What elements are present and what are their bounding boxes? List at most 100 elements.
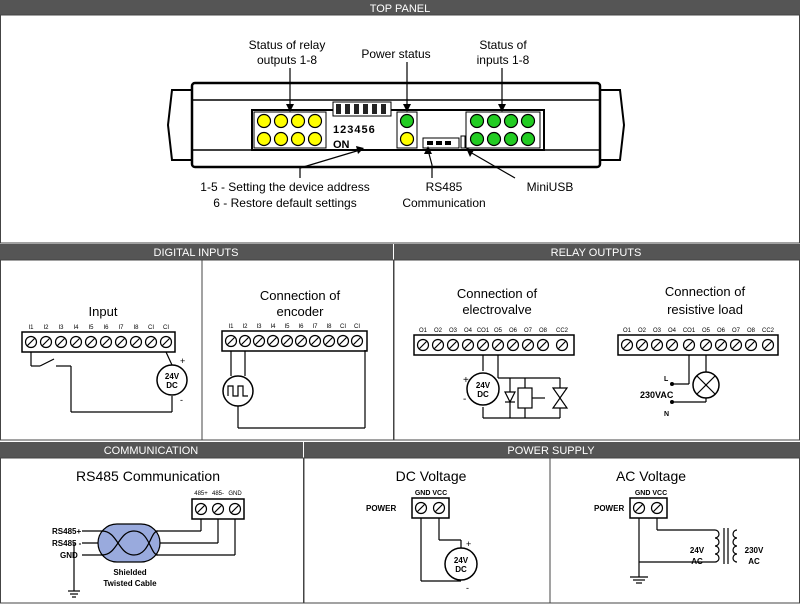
relay-led-4 bbox=[307, 113, 323, 129]
svg-text:O3: O3 bbox=[653, 328, 662, 334]
ac-primary-label-2: AC bbox=[748, 557, 760, 566]
neutral-label: N bbox=[664, 411, 669, 418]
address-label-1: 1-5 - Setting the device address bbox=[200, 180, 369, 194]
svg-text:I6: I6 bbox=[298, 324, 304, 330]
valve-icon bbox=[551, 387, 569, 409]
input-led-8 bbox=[520, 131, 536, 147]
electrovalve-terminal-block bbox=[413, 334, 575, 356]
svg-text:I2: I2 bbox=[242, 324, 248, 330]
svg-text:I6: I6 bbox=[103, 325, 109, 331]
svg-text:CI: CI bbox=[163, 325, 169, 331]
power-led-yellow bbox=[399, 131, 415, 147]
wire-label-rs485-minus: RS485 - bbox=[52, 539, 82, 548]
wire-label-gnd: GND bbox=[60, 551, 78, 560]
communication-header bbox=[0, 442, 303, 458]
input-supply-minus: - bbox=[180, 395, 183, 405]
svg-text:O4: O4 bbox=[668, 328, 677, 334]
input-led-3 bbox=[503, 113, 519, 129]
svg-text:I7: I7 bbox=[118, 325, 124, 331]
dip-on-label: ON bbox=[333, 139, 350, 151]
input-led-2 bbox=[486, 113, 502, 129]
svg-text:O2: O2 bbox=[434, 328, 443, 334]
svg-text:I2: I2 bbox=[43, 325, 49, 331]
svg-text:O7: O7 bbox=[524, 328, 533, 334]
input-supply-symbol bbox=[156, 364, 188, 396]
svg-text:O6: O6 bbox=[717, 328, 726, 334]
communication-title: COMMUNICATION bbox=[104, 445, 199, 457]
relay-led-2 bbox=[273, 113, 289, 129]
svg-text:CC2: CC2 bbox=[556, 328, 569, 334]
transformer-icon bbox=[714, 528, 738, 564]
input-supply-plus: + bbox=[180, 356, 185, 366]
power-status-leds bbox=[396, 111, 418, 149]
svg-text:I1: I1 bbox=[228, 324, 234, 330]
svg-text:CI: CI bbox=[340, 324, 346, 330]
electrovalve-terminal-labels: O1 O2 O3 O4 CO1 O5 O6 O7 O8 CC2 bbox=[419, 328, 569, 334]
input-status-leds bbox=[465, 111, 541, 149]
svg-text:I5: I5 bbox=[88, 325, 94, 331]
svg-text:I4: I4 bbox=[73, 325, 79, 331]
shielded-cable-icon bbox=[97, 523, 161, 563]
input-led-6 bbox=[486, 131, 502, 147]
ac-secondary-label-1: 24V bbox=[690, 546, 705, 555]
encoder-terminal-block bbox=[221, 330, 368, 352]
svg-text:O5: O5 bbox=[702, 328, 711, 334]
svg-text:O8: O8 bbox=[539, 328, 548, 334]
electrovalve-label-2: electrovalve bbox=[462, 302, 531, 317]
encoder-terminal-labels: I1 I2 I3 I4 I5 I6 I7 I8 CI CI bbox=[228, 324, 360, 330]
wire-label-rs485-plus: RS485+ bbox=[52, 527, 81, 536]
input-supply-label-2: DC bbox=[166, 381, 178, 390]
power-supply-frame bbox=[303, 457, 800, 604]
electrovalve-plus: + bbox=[463, 375, 469, 386]
inputs-status-label-2: inputs 1-8 bbox=[477, 53, 530, 67]
digital-inputs-title: DIGITAL INPUTS bbox=[154, 247, 239, 259]
rs485-label-1: RS485 bbox=[426, 180, 463, 194]
encoder-label-1: Connection of bbox=[260, 288, 341, 303]
ac-title: AC Voltage bbox=[616, 468, 686, 484]
input-led-7 bbox=[503, 131, 519, 147]
electrovalve-supply-label-1: 24V bbox=[476, 381, 491, 390]
relay-led-6 bbox=[273, 131, 289, 147]
svg-text:O7: O7 bbox=[732, 328, 741, 334]
input-terminal-labels: I1 I2 I3 I4 I5 I6 I7 I8 CI CI bbox=[28, 325, 169, 331]
ac-power-label: POWER bbox=[594, 504, 624, 513]
electrovalve-supply-label-2: DC bbox=[477, 390, 489, 399]
relay-outputs-title: RELAY OUTPUTS bbox=[551, 247, 642, 259]
relay-status-leds bbox=[253, 111, 327, 149]
svg-text:I8: I8 bbox=[326, 324, 332, 330]
inputs-status-label-1: Status of bbox=[479, 38, 527, 52]
input-led-4 bbox=[520, 113, 536, 129]
ac-supply-label: 230VAC bbox=[640, 390, 674, 400]
rs485-terminal-labels: 485+ 485- GND bbox=[194, 491, 242, 497]
svg-text:GND: GND bbox=[228, 491, 242, 497]
power-supply-header bbox=[304, 442, 800, 458]
input-wiring bbox=[30, 351, 173, 413]
input-label: Input bbox=[89, 304, 118, 319]
miniusb-label: MiniUSB bbox=[527, 180, 574, 194]
svg-text:O2: O2 bbox=[638, 328, 647, 334]
resistive-wiring bbox=[672, 355, 707, 403]
dc-plus: + bbox=[466, 539, 471, 549]
input-led-1 bbox=[469, 113, 485, 129]
svg-text:I8: I8 bbox=[133, 325, 139, 331]
rs485-title: RS485 Communication bbox=[76, 468, 220, 484]
top-panel-title: TOP PANEL bbox=[370, 3, 431, 15]
relay-led-3 bbox=[290, 113, 306, 129]
svg-text:O1: O1 bbox=[623, 328, 632, 334]
dc-terminal-block bbox=[411, 497, 450, 519]
relay-led-7 bbox=[290, 131, 306, 147]
svg-text:I5: I5 bbox=[284, 324, 290, 330]
svg-text:I3: I3 bbox=[256, 324, 262, 330]
dc-supply-label-1: 24V bbox=[454, 556, 469, 565]
svg-text:O6: O6 bbox=[509, 328, 518, 334]
relay-led-5 bbox=[256, 131, 272, 147]
svg-text:CI: CI bbox=[354, 324, 360, 330]
dc-supply-symbol bbox=[444, 547, 478, 581]
relay-led-8 bbox=[307, 131, 323, 147]
top-panel-arrows bbox=[286, 62, 516, 179]
device-body bbox=[166, 81, 626, 169]
top-panel-header bbox=[0, 0, 800, 15]
power-status-label: Power status bbox=[361, 47, 430, 61]
cable-label-1: Shielded bbox=[113, 568, 146, 577]
svg-text:O1: O1 bbox=[419, 328, 428, 334]
